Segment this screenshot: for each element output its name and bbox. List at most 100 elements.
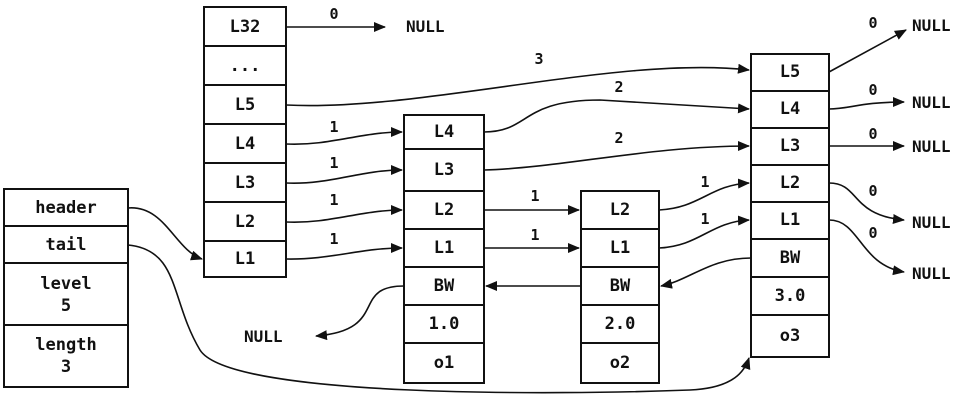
node-o1-score-label: 1.0 (429, 314, 460, 334)
node-o3-backward-label: BW (780, 248, 801, 268)
span-o1-L2: 1 (530, 187, 539, 205)
header-forward-pointers (285, 22, 750, 260)
node-o2-backward-label: BW (610, 276, 631, 296)
node-o1-level-L3-label: L3 (434, 160, 454, 180)
span-o1-L3: 2 (614, 129, 623, 147)
edge-o1-L3-o3 (483, 141, 750, 171)
header-level-L5-label: L5 (235, 95, 255, 115)
node-o3-score (750, 276, 830, 316)
node-o2-level-L2 (580, 190, 660, 230)
header-level-ellipsis-label: ... (230, 56, 261, 76)
node-o3-obj-label: o3 (780, 326, 800, 346)
node-o1: L4 L3 L2 L1 BW 1.0 o1 (403, 114, 485, 384)
length-field-value: 3 (61, 357, 71, 377)
skiplist-struct: header tail level 5 length 3 (3, 188, 129, 388)
header-level-L2 (203, 201, 287, 242)
header-level-L1-label: L1 (235, 249, 255, 269)
span-o3-L4: 0 (868, 81, 877, 99)
node-o2-score-label: 2.0 (605, 314, 636, 334)
node-o3-level-L3-label: L3 (780, 136, 800, 156)
node-o3: L5 L4 L3 L2 L1 BW 3.0 o3 (750, 53, 830, 358)
node-o3-level-L2 (750, 164, 830, 203)
node-o2: L2 L1 BW 2.0 o2 (580, 190, 660, 384)
edge-o1-L4-o3 (483, 99, 750, 133)
edge-header-L2-o1 (285, 205, 403, 223)
header-level-ellipsis (203, 45, 287, 86)
node-o3-level-L2-label: L2 (780, 173, 800, 193)
null-label-header-L32: NULL (406, 17, 445, 36)
node-o1-level-L2-label: L2 (434, 200, 454, 220)
node-o1-backward-label: BW (434, 276, 455, 296)
edge-header-L5-o3 (285, 63, 750, 107)
level-field-label: level (40, 274, 91, 294)
backward-pointers (315, 257, 752, 341)
node-o2-score (580, 304, 660, 344)
null-label-o3-L2: NULL (912, 213, 951, 232)
node-o1-obj-label: o1 (434, 353, 454, 373)
node-o1-level-L4 (403, 114, 485, 150)
header-level-L4-label: L4 (235, 134, 255, 154)
header-level-L4 (203, 123, 287, 164)
node-o3-score-label: 3.0 (775, 286, 806, 306)
header-level-L32-label: L32 (230, 17, 261, 37)
edge-o3-L1-null (828, 219, 905, 276)
edge-o1-bw-null (315, 285, 405, 341)
node-o3-level-L1-label: L1 (780, 210, 800, 230)
length-field-box (3, 324, 129, 388)
span-header-L4: 1 (329, 118, 338, 136)
null-label-o3-L5: NULL (912, 16, 951, 35)
node-o2-obj (580, 342, 660, 384)
edge-o2-L2-o3 (658, 178, 750, 211)
edge-header-L4-o1 (285, 127, 403, 145)
span-header-L3: 1 (329, 154, 338, 172)
o3-forward-pointers (828, 29, 907, 276)
o2-forward-pointers (658, 178, 750, 249)
length-field-label: length (35, 335, 96, 355)
node-o2-level-L2-label: L2 (610, 200, 630, 220)
header-field-box (3, 188, 129, 227)
span-header-L2: 1 (329, 191, 338, 209)
node-o3-backward (750, 238, 830, 278)
o1-forward-pointers (483, 99, 750, 253)
null-label-o3-L4: NULL (912, 93, 951, 112)
node-o3-obj (750, 314, 830, 358)
edge-o3-bw-o2 (660, 257, 752, 289)
span-header-L5: 3 (534, 50, 543, 68)
edge-o3-L2-null (828, 182, 905, 224)
null-labels: NULL NULL NULL NULL NULL NULL NULL (244, 16, 951, 346)
span-o1-L1: 1 (530, 226, 539, 244)
null-label-o3-L1: NULL (912, 264, 951, 283)
span-o2-L2: 1 (700, 173, 709, 191)
span-labels: 0 3 1 1 1 1 2 2 1 1 1 1 0 0 0 0 0 (329, 5, 877, 248)
span-o3-L5: 0 (868, 14, 877, 32)
header-level-L3-label: L3 (235, 173, 255, 193)
header-field-label: header (35, 198, 96, 218)
edge-header-L3-o1 (285, 165, 403, 184)
edge-o3-L4-null (828, 97, 905, 110)
tail-field-label: tail (46, 235, 87, 255)
span-header-L32: 0 (329, 5, 338, 23)
header-level-L2-label: L2 (235, 212, 255, 232)
edge-o3-L5-null (828, 29, 907, 73)
header-node: L32 ... L5 L4 L3 L2 L1 (203, 6, 287, 278)
node-o1-level-L4-label: L4 (434, 122, 454, 142)
node-o1-obj (403, 342, 485, 384)
span-header-L1: 1 (329, 230, 338, 248)
edge-struct-tail (127, 244, 751, 394)
edge-o2-L1-o3 (658, 215, 750, 249)
span-o2-L1: 1 (700, 210, 709, 228)
edge-struct-header (127, 207, 203, 261)
edge-header-L1-o1 (285, 243, 403, 260)
level-field-value: 5 (61, 296, 71, 316)
span-o1-L4: 2 (614, 78, 623, 96)
node-o1-level-L1-label: L1 (434, 238, 454, 258)
span-o3-L1: 0 (868, 224, 877, 242)
node-o2-obj-label: o2 (610, 353, 630, 373)
null-label-o1-bw: NULL (244, 327, 283, 346)
node-o2-level-L1-label: L1 (610, 238, 630, 258)
span-o3-L3: 0 (868, 125, 877, 143)
node-o2-level-L1 (580, 228, 660, 268)
null-label-o3-L3: NULL (912, 137, 951, 156)
node-o3-level-L4-label: L4 (780, 99, 800, 119)
